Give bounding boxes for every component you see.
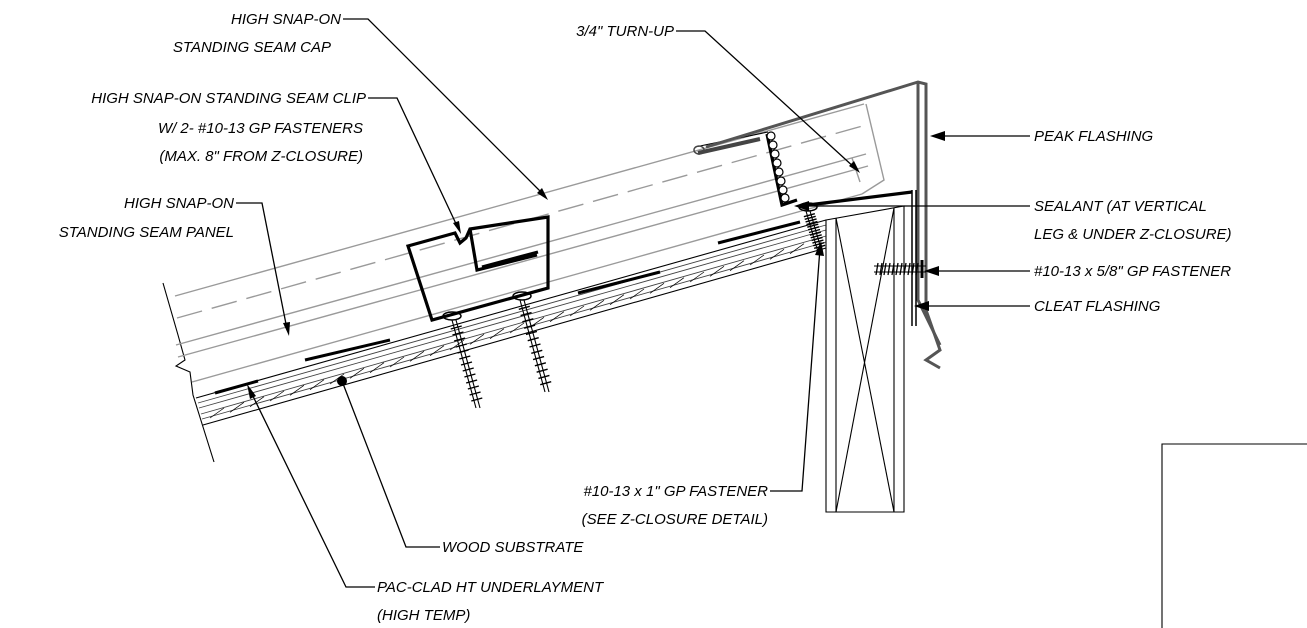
cleat-flashing: [911, 190, 917, 326]
wood-blocking: [825, 205, 905, 513]
turnup-label: 3/4" TURN-UP: [576, 23, 674, 40]
panel-label-line-1: HIGH SNAP-ON: [124, 195, 234, 212]
break-line: [162, 282, 215, 463]
wood-substrate: [195, 219, 827, 426]
z-closure: [693, 131, 913, 208]
peak-flashing: [705, 80, 942, 370]
cap-label-line-1: HIGH SNAP-ON: [231, 11, 341, 28]
flashing-fastener: [874, 260, 926, 278]
sealant-label-line-2: LEG & UNDER Z-CLOSURE): [1034, 226, 1232, 243]
cap-label-line-2: STANDING SEAM CAP: [173, 39, 331, 56]
clip-fastener-2: [512, 291, 552, 393]
underlayment-strips: [214, 220, 801, 395]
standing-seam-panel: [174, 103, 885, 383]
sealant-label-line-1: SEALANT (AT VERTICAL: [1034, 198, 1207, 215]
sealant-beads: [766, 131, 790, 203]
labels: HIGH SNAP-ON STANDING SEAM CAP 3/4" TURN…: [59, 11, 1232, 624]
leaders: [236, 18, 1030, 588]
cleat-flashing-label: CLEAT FLASHING: [1034, 298, 1161, 315]
standing-seam-clip: [405, 215, 550, 322]
title-block-border: [1161, 443, 1307, 628]
panel-label-line-2: STANDING SEAM PANEL: [59, 224, 234, 241]
clip-label-line-3: (MAX. 8" FROM Z-CLOSURE): [159, 148, 363, 165]
underlayment-label-line-2: (HIGH TEMP): [377, 607, 470, 624]
small-fastener-label: #10-13 x 5/8" GP FASTENER: [1034, 263, 1231, 280]
wood-substrate-label: WOOD SUBSTRATE: [442, 539, 584, 556]
peak-flashing-label: PEAK FLASHING: [1034, 128, 1154, 145]
clip-label-line-2: W/ 2- #10-13 GP FASTENERS: [158, 120, 363, 137]
fastener-1in-label-line-2: (SEE Z-CLOSURE DETAIL): [582, 511, 768, 528]
fastener-1in-label-line-1: #10-13 x 1" GP FASTENER: [583, 483, 768, 500]
underlayment-label-line-1: PAC-CLAD HT UNDERLAYMENT: [377, 579, 605, 596]
clip-label-line-1: HIGH SNAP-ON STANDING SEAM CLIP: [91, 90, 366, 107]
clip-fastener-1: [442, 311, 483, 409]
